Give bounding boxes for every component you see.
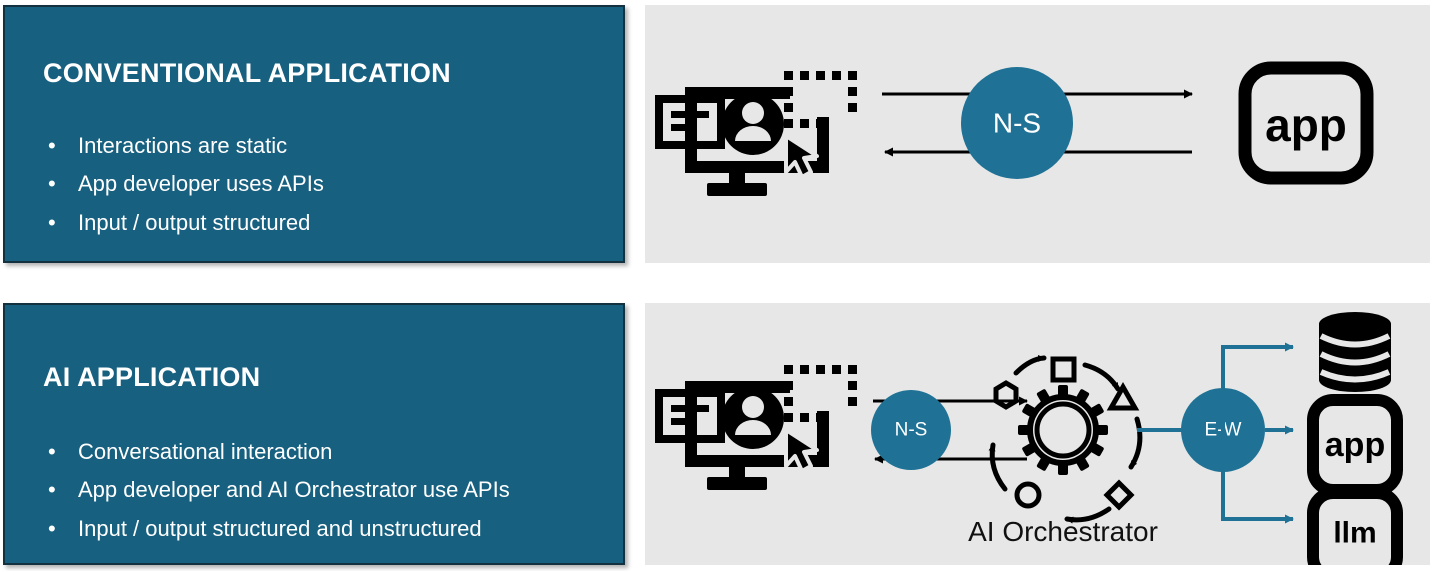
bullet-icon: • bbox=[48, 132, 56, 158]
bullet-icon: • bbox=[48, 210, 56, 236]
orchestrator-caption: AI Orchestrator bbox=[968, 516, 1158, 547]
panel-ai-application: AI APPLICATION • Conversational interact… bbox=[3, 303, 625, 565]
hub-ns-label: N-S bbox=[895, 420, 928, 441]
bullet-icon: • bbox=[48, 438, 56, 464]
list-item: • Interactions are static bbox=[48, 131, 585, 161]
app-box-icon: app bbox=[1307, 394, 1403, 496]
user-monitor-icon bbox=[655, 71, 857, 196]
list-item: • Input / output structured and unstruct… bbox=[48, 514, 585, 544]
ew-branch-lines bbox=[1221, 342, 1294, 524]
diagram-ai-application: N-S bbox=[645, 303, 1430, 565]
diagram-conventional-application: N-S app bbox=[645, 5, 1430, 263]
gear-orchestration-icon bbox=[988, 354, 1143, 524]
list-item: • Conversational interaction bbox=[48, 437, 585, 467]
hub-ns-node: N-S bbox=[871, 390, 951, 470]
user-monitor-icon bbox=[655, 365, 857, 490]
list-item: • App developer uses APIs bbox=[48, 169, 585, 199]
list-item: • App developer and AI Orchestrator use … bbox=[48, 475, 585, 505]
panel-title-ai: AI APPLICATION bbox=[43, 362, 261, 392]
bullet-icon: • bbox=[48, 477, 56, 503]
bullet-icon: • bbox=[48, 516, 56, 542]
app-box-icon: app bbox=[1238, 61, 1374, 185]
bullet-text: Input / output structured and unstructur… bbox=[78, 516, 482, 542]
llm-box-icon: llm bbox=[1307, 487, 1403, 565]
bullet-icon: • bbox=[48, 171, 56, 197]
bullet-text: Conversational interaction bbox=[78, 438, 333, 464]
list-item: • Input / output structured bbox=[48, 208, 585, 238]
bullet-text: App developer uses APIs bbox=[78, 171, 324, 197]
llm-box-label: llm bbox=[1333, 517, 1376, 550]
bullet-text: Input / output structured bbox=[78, 210, 311, 236]
bullet-list-conventional: • Interactions are static • App develope… bbox=[48, 131, 585, 238]
panel-title-conventional: CONVENTIONAL APPLICATION bbox=[43, 58, 451, 88]
app-box-label: app bbox=[1325, 426, 1385, 464]
hub-ns-label: N-S bbox=[993, 108, 1041, 139]
bullet-list-ai: • Conversational interaction • App devel… bbox=[48, 437, 585, 544]
app-box-label: app bbox=[1265, 99, 1347, 151]
panel-conventional-application: CONVENTIONAL APPLICATION • Interactions … bbox=[3, 5, 625, 263]
hub-ns-node: N-S bbox=[961, 67, 1073, 179]
database-icon bbox=[1319, 312, 1391, 392]
bullet-text: Interactions are static bbox=[78, 132, 288, 158]
bullet-text: App developer and AI Orchestrator use AP… bbox=[78, 477, 510, 503]
